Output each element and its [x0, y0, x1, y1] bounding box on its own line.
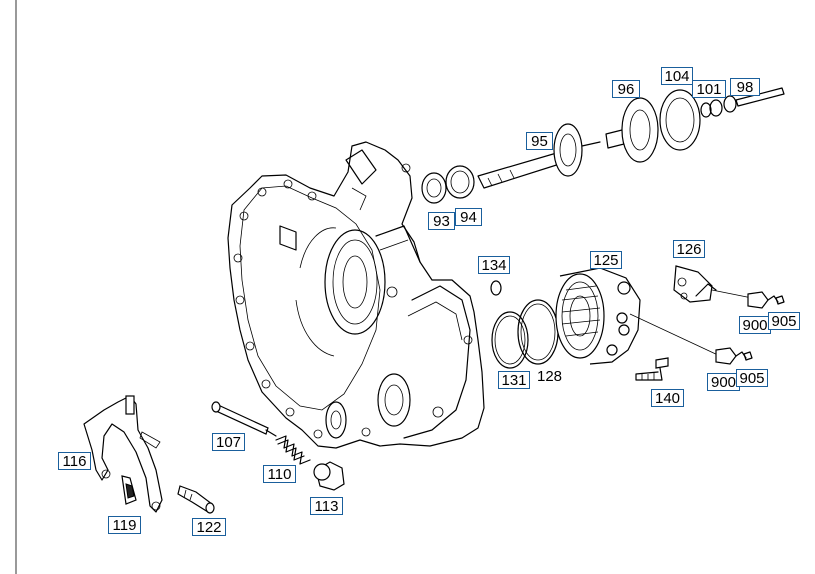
callout-140[interactable]: 140	[651, 389, 684, 407]
oring-134	[490, 280, 502, 296]
callout-125[interactable]: 125	[590, 251, 622, 269]
piston-96	[605, 97, 659, 163]
callout-113[interactable]: 113	[310, 497, 343, 515]
plug-113	[313, 461, 345, 491]
callout-900-upper[interactable]: 900	[739, 316, 771, 334]
sensor-126	[673, 265, 753, 303]
plug-900-upper	[747, 291, 785, 309]
callout-126[interactable]: 126	[673, 240, 705, 258]
block-119	[121, 475, 137, 505]
seal-93	[421, 172, 447, 204]
callout-122[interactable]: 122	[192, 518, 226, 536]
cover-104	[659, 89, 701, 151]
slave-cylinder-125	[555, 267, 721, 365]
transmission-housing	[227, 141, 485, 449]
callout-900-lower[interactable]: 900	[707, 373, 740, 391]
rod-98	[723, 87, 785, 113]
callout-905-lower[interactable]: 905	[736, 369, 768, 387]
callout-95[interactable]: 95	[526, 132, 553, 150]
callout-110[interactable]: 110	[263, 465, 296, 483]
callout-96[interactable]: 96	[612, 80, 640, 98]
callout-104[interactable]: 104	[661, 67, 693, 85]
callout-98[interactable]: 98	[730, 78, 760, 96]
callout-93[interactable]: 93	[428, 212, 455, 230]
callout-119[interactable]: 119	[108, 516, 141, 534]
seal-94	[445, 165, 475, 199]
spring-110	[275, 435, 311, 465]
pin-122	[177, 485, 215, 514]
callout-131[interactable]: 131	[498, 371, 530, 389]
ring-101	[700, 99, 723, 118]
callout-905-upper[interactable]: 905	[768, 312, 800, 330]
callout-116[interactable]: 116	[58, 452, 91, 470]
seal-ring-131	[491, 311, 529, 369]
callout-94[interactable]: 94	[455, 208, 482, 226]
callout-134[interactable]: 134	[478, 256, 510, 274]
plug-900-lower	[715, 347, 753, 365]
bolt-140	[635, 357, 669, 381]
rod-107	[211, 401, 277, 437]
label-128: 128	[537, 368, 563, 385]
callout-107[interactable]: 107	[212, 433, 245, 451]
callout-101[interactable]: 101	[692, 80, 726, 98]
shaft-95	[477, 123, 601, 189]
shift-fork-116	[83, 395, 163, 513]
